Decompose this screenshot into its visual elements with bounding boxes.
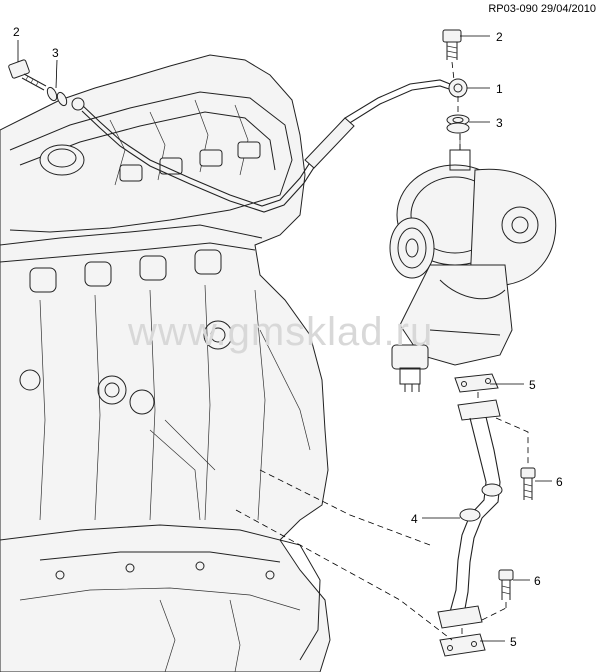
lower-gasket [439, 633, 486, 657]
callout-2-left: 2 [13, 25, 20, 39]
lower-return-bolt [498, 569, 514, 600]
turbocharger [389, 120, 557, 392]
watermark: www.gmsklad.ru [127, 310, 433, 354]
oil-feed-pipe [71, 78, 468, 213]
callout-5-lower: 5 [510, 635, 517, 649]
engine-block [0, 54, 331, 672]
callout-5-upper: 5 [529, 378, 536, 392]
right-banjo-bolt [442, 29, 462, 60]
upper-return-bolt [520, 467, 536, 500]
callout-2-right: 2 [496, 30, 503, 44]
oil-return-pipe [437, 373, 503, 657]
callout-6-upper: 6 [556, 475, 563, 489]
callout-1: 1 [496, 82, 503, 96]
leader-lines [17, 35, 552, 642]
right-sealing-washer [446, 114, 470, 134]
callout-4: 4 [411, 512, 418, 526]
assembly-lines [235, 61, 529, 641]
callout-3-right: 3 [496, 116, 503, 130]
diagram-reference: RP03-090 29/04/2010 [488, 3, 596, 15]
callout-6-lower: 6 [534, 574, 541, 588]
callout-3-left: 3 [52, 46, 59, 60]
left-sealing-washer [46, 86, 68, 107]
left-banjo-bolt [8, 59, 47, 91]
